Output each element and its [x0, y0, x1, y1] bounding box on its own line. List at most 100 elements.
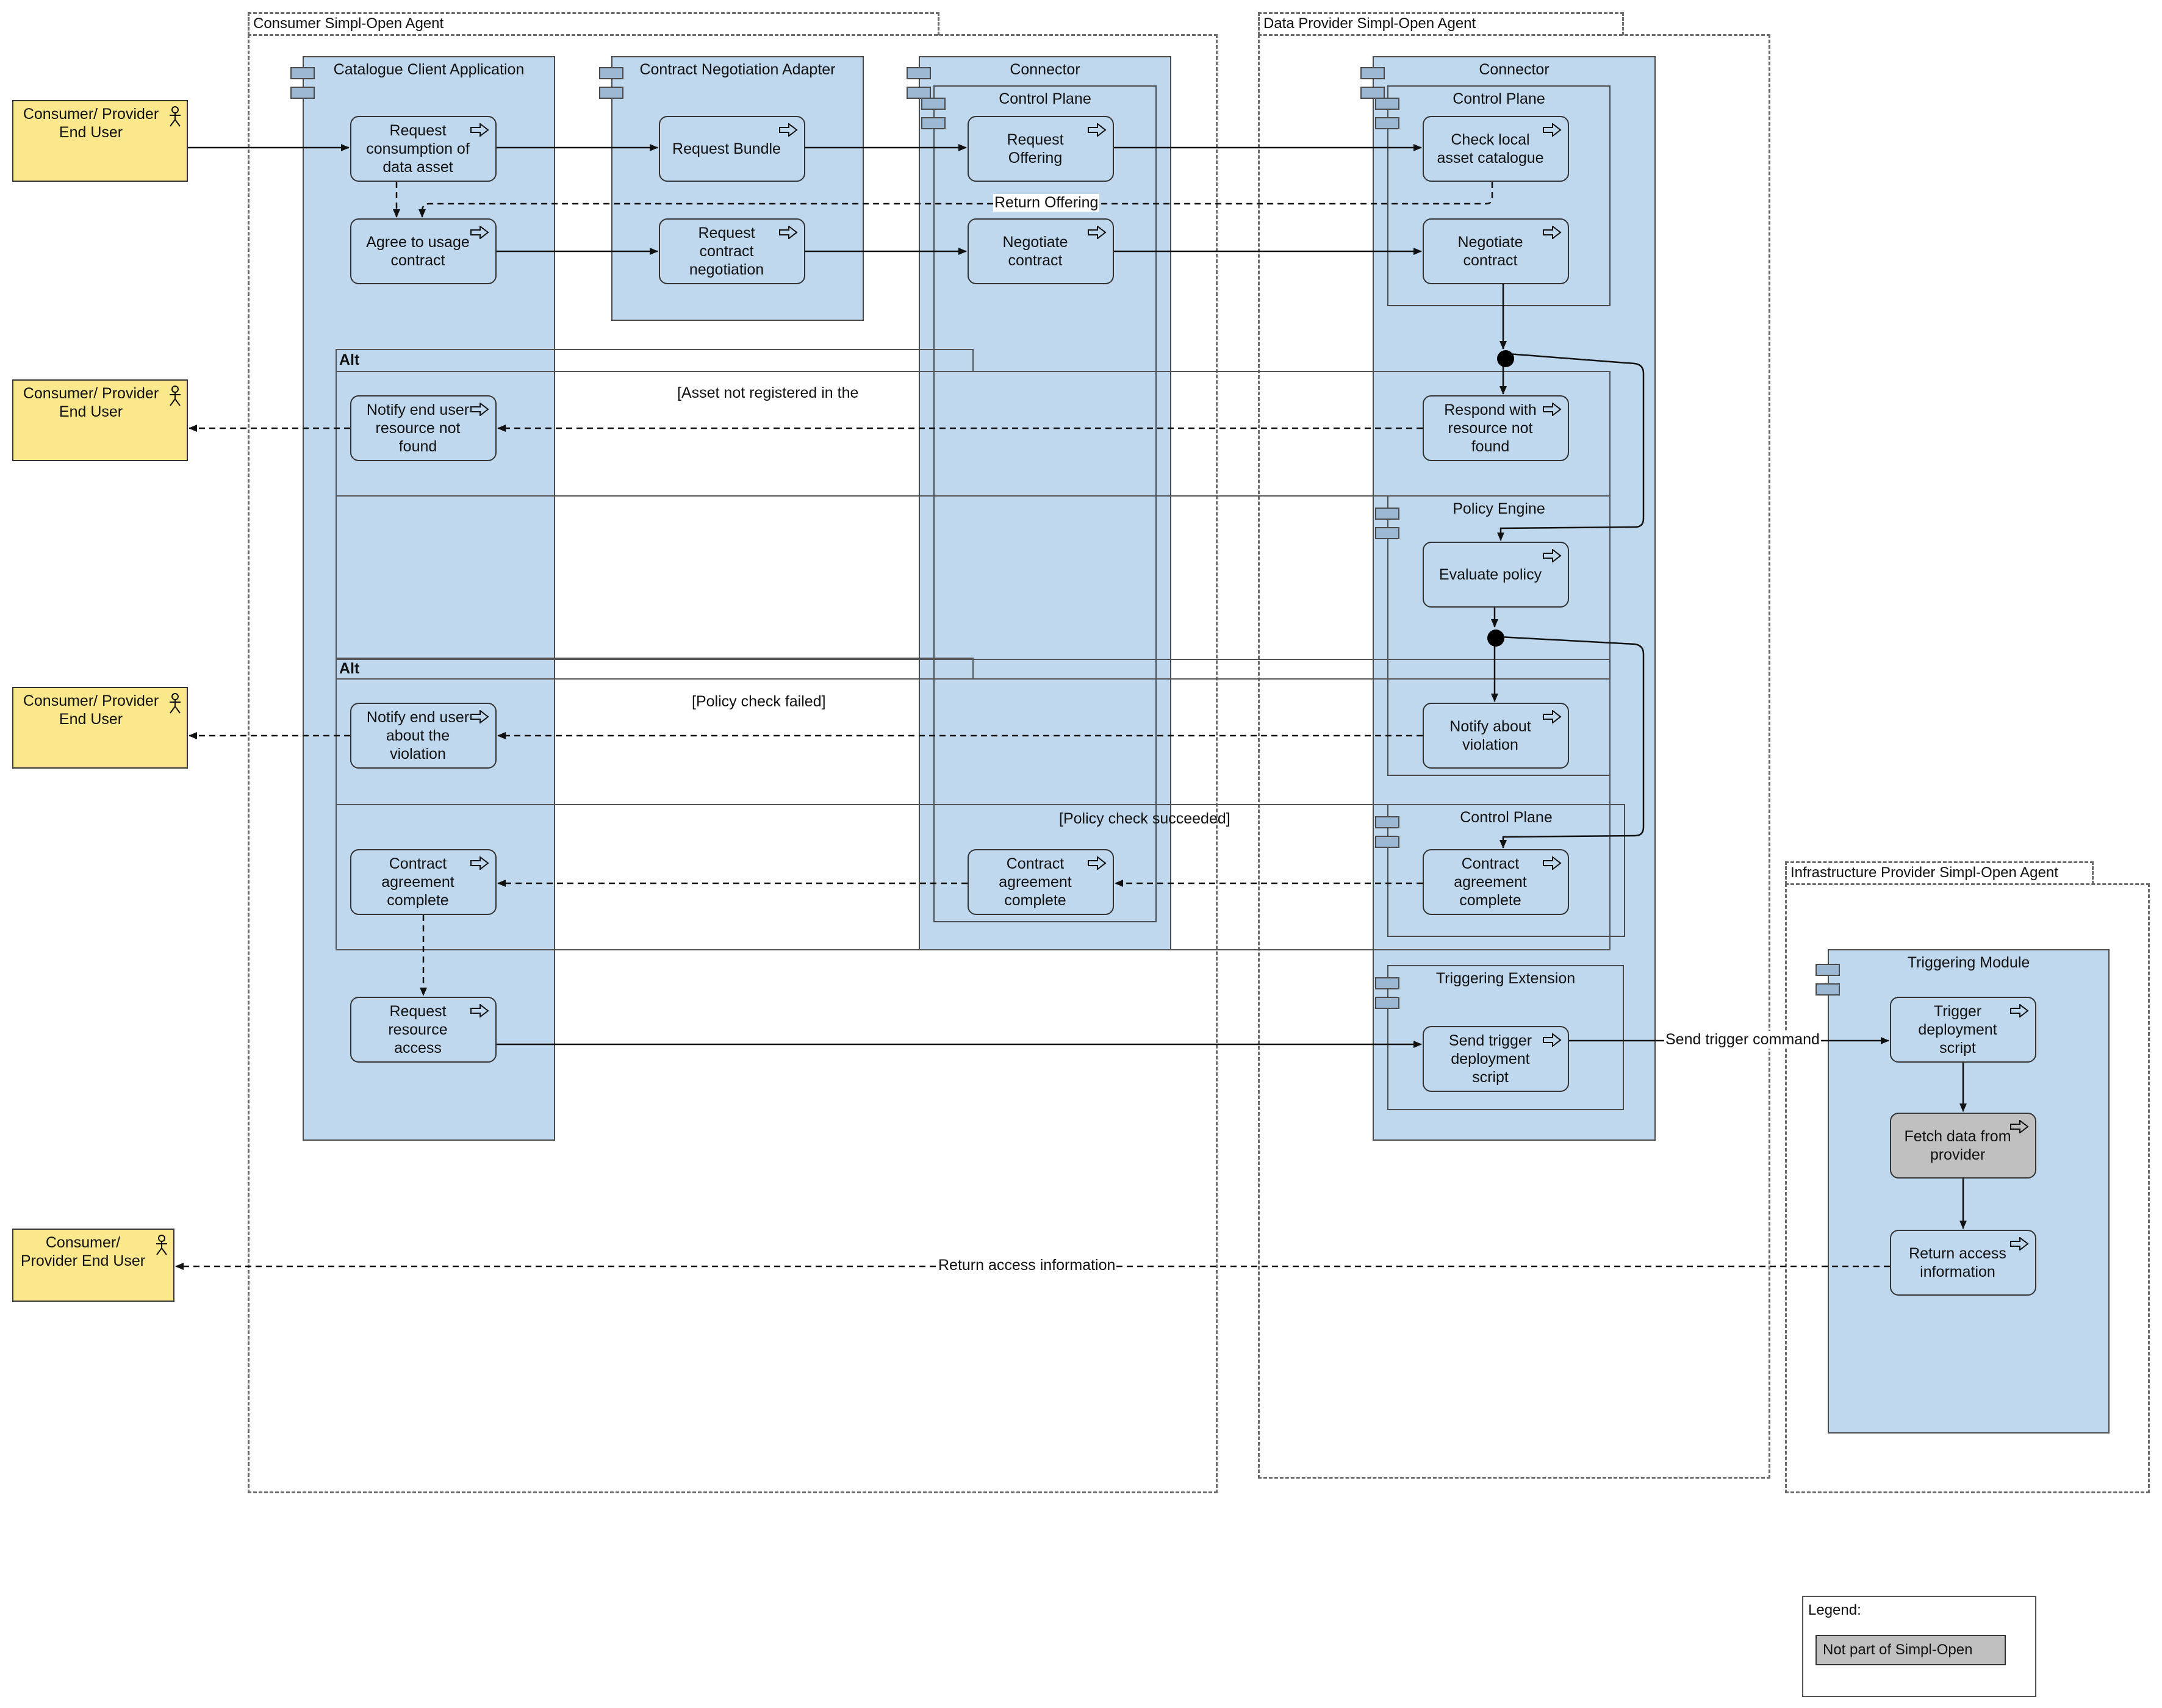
function-label: Agree to usage contract: [366, 234, 470, 269]
provider-control-plane-title: Control Plane: [1453, 90, 1545, 107]
alt1-guard: [Asset not registered in the: [677, 384, 859, 401]
function-label: Fetch data from provider: [1904, 1128, 2011, 1163]
request-contract-negotiation-function[interactable]: Request contract negotiation: [659, 218, 805, 284]
request-consumption-function[interactable]: Request consumption of data asset: [350, 116, 497, 182]
request-resource-access-function[interactable]: Request resource access: [350, 997, 497, 1063]
flow-return-offering: [418, 182, 1493, 218]
actor-icon: [170, 693, 181, 714]
check-local-catalogue-function[interactable]: Check local asset catalogue: [1423, 116, 1569, 182]
end-user-actor-3[interactable]: Consumer/ Provider End User: [12, 687, 188, 769]
function-arrow-icon: [779, 226, 798, 239]
consumer-agent-package: [248, 34, 1218, 1493]
function-arrow-icon: [470, 1004, 489, 1017]
alt2-label-box: [336, 658, 974, 680]
notify-violation-user-function[interactable]: Notify end user about the violation: [350, 703, 497, 769]
actor-label: Consumer/ Provider End User: [23, 106, 159, 141]
agreement-complete-connector-function[interactable]: Contract agreement complete: [968, 849, 1114, 915]
end-user-actor-4[interactable]: Consumer/ Provider End User: [12, 1229, 174, 1302]
function-arrow-icon: [2010, 1237, 2029, 1250]
consumer-connector-title: Connector: [1010, 61, 1080, 78]
trigger-deployment-script-function[interactable]: Trigger deployment script: [1890, 997, 2036, 1063]
end-user-actor-2[interactable]: Consumer/ Provider End User: [12, 379, 188, 461]
triggering-module-title: Triggering Module: [1907, 954, 2030, 971]
component-icon: [290, 67, 315, 99]
function-label: Request contract negotiation: [689, 224, 764, 278]
component-icon: [1375, 977, 1399, 1009]
function-arrow-icon: [1543, 549, 1562, 562]
catalogue-client-title: Catalogue Client Application: [333, 61, 525, 78]
component-icon: [1375, 508, 1399, 539]
negotiate-contract-provider-function[interactable]: Negotiate contract: [1423, 218, 1569, 284]
function-label: Trigger deployment script: [1918, 1003, 1997, 1057]
function-arrow-icon: [470, 856, 489, 870]
function-arrow-icon: [1543, 123, 1562, 137]
function-label: Evaluate policy: [1438, 566, 1542, 583]
agree-usage-function[interactable]: Agree to usage contract: [350, 218, 497, 284]
send-trigger-command-label: Send trigger command: [1664, 1031, 1821, 1049]
function-label: Request consumption of data asset: [366, 122, 470, 176]
return-access-info-function[interactable]: Return access information: [1890, 1230, 2036, 1296]
end-user-actor-1[interactable]: Consumer/ Provider End User: [12, 100, 188, 182]
function-label: Negotiate contract: [1002, 234, 1068, 269]
function-arrow-icon: [470, 123, 489, 137]
alt2-guard-succeeded: [Policy check succeeded]: [1059, 810, 1230, 827]
function-arrow-icon: [1543, 1033, 1562, 1047]
notify-about-violation-function[interactable]: Notify about violation: [1423, 703, 1569, 769]
function-label: Request Offering: [1007, 131, 1064, 167]
function-arrow-icon: [470, 710, 489, 723]
component-icon: [1360, 67, 1385, 99]
function-arrow-icon: [470, 403, 489, 416]
send-trigger-script-function[interactable]: Send trigger deployment script: [1423, 1026, 1569, 1092]
function-label: Request resource access: [388, 1003, 448, 1057]
function-arrow-icon: [1543, 403, 1562, 416]
actor-icon: [156, 1235, 167, 1255]
function-label: Contract agreement complete: [999, 855, 1072, 909]
request-bundle-function[interactable]: Request Bundle: [659, 116, 805, 182]
function-arrow-icon: [1543, 710, 1562, 723]
function-label: Notify end user resource not found: [366, 401, 470, 455]
consumer-control-plane-title: Control Plane: [999, 90, 1091, 107]
actor-label: Consumer/ Provider End User: [23, 385, 159, 420]
function-label: Request Bundle: [672, 140, 781, 157]
infra-agent-package: [1785, 883, 2150, 1493]
alt1-label: Alt: [339, 351, 360, 368]
infra-agent-tab: Infrastructure Provider Simpl-Open Agent: [1785, 861, 2094, 884]
function-label: Send trigger deployment script: [1448, 1032, 1532, 1086]
provider-connector-title: Connector: [1479, 61, 1550, 78]
function-label: Notify about violation: [1449, 718, 1531, 753]
evaluate-policy-function[interactable]: Evaluate policy: [1423, 542, 1569, 608]
junction-1: [1497, 350, 1514, 367]
alt2-label: Alt: [339, 660, 360, 677]
alt2-guard-failed: [Policy check failed]: [692, 693, 826, 710]
agreement-complete-provider-function[interactable]: Contract agreement complete: [1423, 849, 1569, 915]
consumer-agent-tab: Consumer Simpl-Open Agent: [248, 12, 939, 35]
function-label: Return access information: [1909, 1245, 2006, 1280]
function-arrow-icon: [2010, 1120, 2029, 1133]
triggering-extension-title: Triggering Extension: [1435, 970, 1576, 987]
alt2-divider: [336, 804, 1611, 805]
request-offering-function[interactable]: Request Offering: [968, 116, 1114, 182]
component-icon: [1815, 964, 1840, 996]
negotiate-contract-consumer-function[interactable]: Negotiate contract: [968, 218, 1114, 284]
respond-not-found-function[interactable]: Respond with resource not found: [1423, 395, 1569, 461]
notify-not-found-function[interactable]: Notify end user resource not found: [350, 395, 497, 461]
actor-label: Consumer/ Provider End User: [23, 692, 159, 728]
function-arrow-icon: [1088, 123, 1107, 137]
function-arrow-icon: [1543, 856, 1562, 870]
legend-title: Legend:: [1808, 1602, 1861, 1618]
alt1-label-box: [336, 349, 974, 372]
function-arrow-icon: [1543, 226, 1562, 239]
flow-junction-2-to-agreement: [1499, 636, 1645, 849]
component-icon: [907, 67, 931, 99]
actor-icon: [170, 386, 181, 406]
component-icon: [599, 67, 623, 99]
component-icon: [921, 98, 946, 129]
function-arrow-icon: [470, 226, 489, 239]
function-arrow-icon: [1088, 856, 1107, 870]
fetch-data-function[interactable]: Fetch data from provider: [1890, 1113, 2036, 1179]
provider-agent-package: [1258, 34, 1770, 1479]
agreement-complete-client-function[interactable]: Contract agreement complete: [350, 849, 497, 915]
alt2-frame: [336, 678, 1611, 950]
actor-icon: [170, 106, 181, 127]
actor-label: Consumer/ Provider End User: [20, 1234, 146, 1269]
